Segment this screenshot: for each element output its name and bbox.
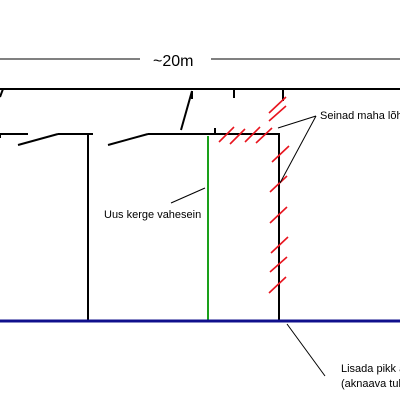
demolition-mark: [268, 276, 287, 294]
add-long-note-line1: Lisada pikk a: [341, 363, 400, 375]
door-swing: [180, 90, 193, 131]
demolition-mark: [244, 126, 261, 143]
demolition-marks: [218, 96, 290, 294]
door-swing: [107, 133, 149, 146]
demolition-mark: [229, 128, 246, 145]
dimension-indicator: ~20m: [0, 53, 400, 70]
walls: [0, 88, 400, 321]
dimension-label: ~20m: [153, 53, 193, 70]
demolition-mark: [269, 256, 288, 273]
add-long-note-line2: (aknaava tule: [341, 378, 400, 390]
door-swing: [17, 133, 59, 146]
demolition-mark: [271, 145, 290, 163]
leader-lines: [170, 115, 326, 377]
new-partition-note: Uus kerge vahesein: [104, 209, 201, 221]
demolition-mark: [270, 236, 289, 254]
demolition-mark: [255, 127, 273, 144]
demolition-mark: [269, 175, 288, 193]
demolition-mark: [269, 206, 288, 224]
demolish-walls-note: Seinad maha lõhk: [320, 110, 400, 122]
demolition-mark: [218, 126, 235, 143]
demolition-mark: [268, 105, 287, 122]
demolition-mark: [268, 96, 287, 114]
